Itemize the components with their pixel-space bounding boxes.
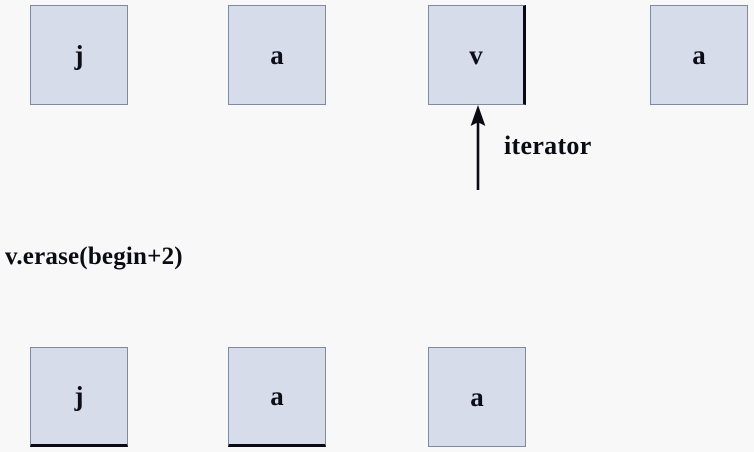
bottom-cell-1-label: a (270, 380, 284, 411)
erase-operation-label: v.erase(begin+2) (5, 243, 183, 270)
top-cell-3-label: a (692, 39, 706, 70)
bottom-cell-1: a (228, 347, 326, 447)
bottom-cell-0-label: j (74, 380, 84, 411)
arrow-up-icon (470, 105, 486, 190)
top-cell-1-label: a (270, 39, 284, 70)
iterator-label: iterator (504, 131, 592, 160)
top-cell-2: v (428, 5, 526, 105)
bottom-cell-0: j (30, 347, 128, 447)
iterator-pointer-arrow (462, 104, 494, 192)
top-cell-0-label: j (74, 39, 84, 70)
top-cell-1: a (228, 5, 326, 105)
top-cell-2-label: v (469, 39, 483, 70)
bottom-cell-2-label: a (470, 381, 484, 412)
bottom-cell-2: a (428, 347, 526, 447)
top-cell-3: a (650, 5, 748, 105)
top-cell-0: j (30, 5, 128, 105)
